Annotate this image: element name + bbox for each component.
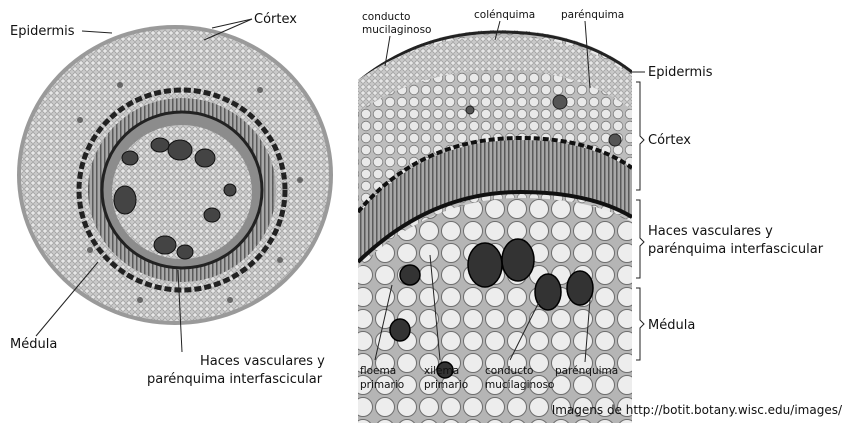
right-top-label-colenquima: colénquima bbox=[474, 9, 535, 21]
right-bottom-label-floema-line1: floema bbox=[360, 365, 396, 377]
left-label-medula: Médula bbox=[10, 337, 57, 352]
right-label-medula: Médula bbox=[648, 318, 695, 333]
image-credit: Imagens de http://botit.botany.wisc.edu/… bbox=[552, 403, 842, 417]
right-top-label-conducto-line1: conducto bbox=[362, 11, 411, 23]
right-label-haces-line2: parénquima interfascicular bbox=[648, 242, 824, 257]
right-top-label-parenquima: parénquima bbox=[561, 9, 624, 21]
right-bottom-label-xilema-line1: xilema bbox=[424, 365, 459, 377]
left-label-haces-line1: Haces vasculares y bbox=[200, 354, 325, 369]
right-bottom-label-parenquima: parénquima bbox=[555, 365, 618, 377]
right-label-haces-line1: Haces vasculares y bbox=[648, 224, 773, 239]
right-bottom-label-conducto-line2: mucilaginoso bbox=[485, 379, 554, 391]
right-top-label-conducto-line2: mucilaginoso bbox=[362, 24, 431, 36]
left-label-haces-line2: parénquima interfascicular bbox=[147, 372, 323, 387]
left-label-epidermis: Epidermis bbox=[10, 24, 75, 39]
right-bottom-label-conducto-line1: conducto bbox=[485, 365, 534, 377]
right-label-epidermis: Epidermis bbox=[648, 65, 713, 80]
left-label-cortex: Córtex bbox=[254, 12, 297, 27]
right-bottom-label-xilema-line2: primario bbox=[424, 379, 468, 391]
left-stem-section bbox=[17, 25, 333, 325]
right-bottom-label-floema-line2: primario bbox=[360, 379, 404, 391]
right-label-cortex: Córtex bbox=[648, 133, 691, 148]
